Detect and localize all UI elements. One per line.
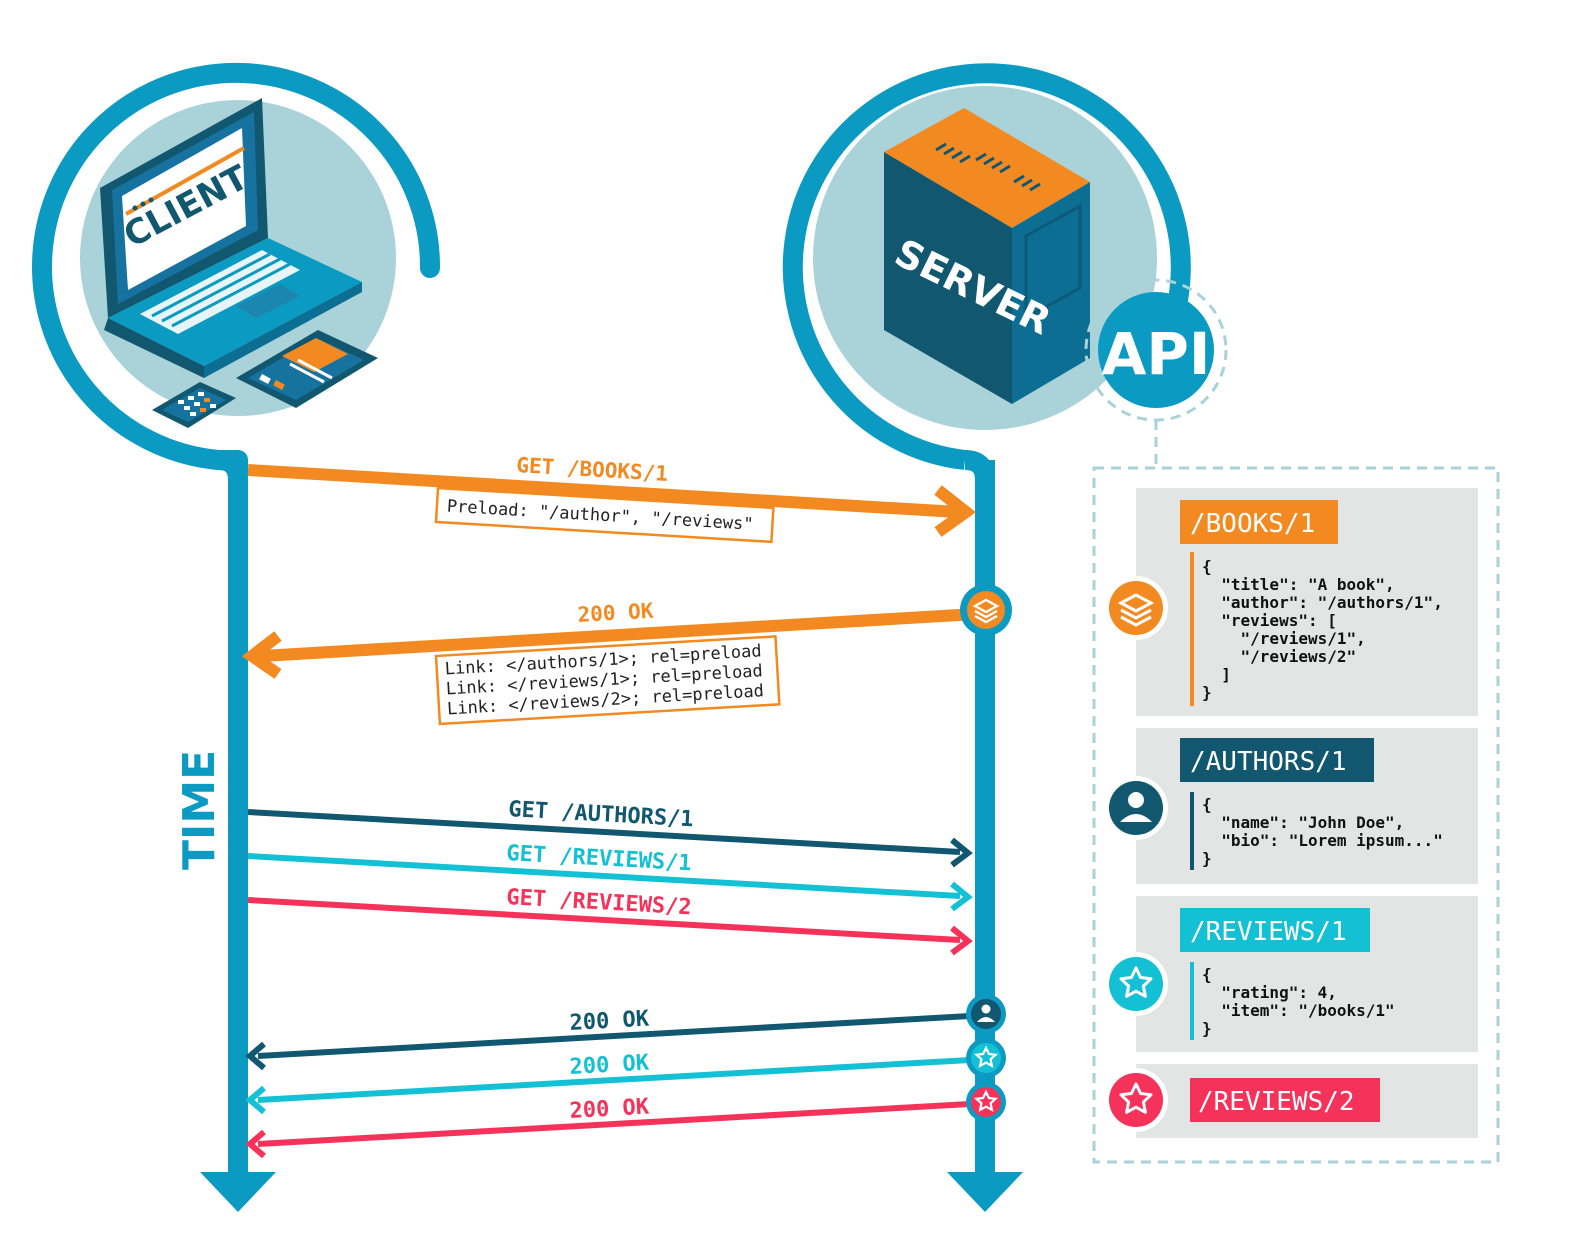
- time-label: TIME: [174, 750, 225, 870]
- resource-books-json: { "title": "A book", "author": "/authors…: [1202, 557, 1443, 702]
- server-actor: SERVER: [782, 63, 1191, 481]
- laptop-icon: [100, 98, 362, 378]
- svg-text:"name": "John Doe",: "name": "John Doe",: [1202, 813, 1404, 832]
- resource-reviews-1-json: { "rating": 4, "item": "/books/1" }: [1202, 965, 1395, 1038]
- server-timeline-arrowhead: [947, 1172, 1023, 1212]
- svg-text:}: }: [1202, 1019, 1212, 1038]
- svg-text:]: ]: [1202, 665, 1231, 684]
- tablet-icon: [236, 330, 378, 408]
- svg-text:"bio": "Lorem ipsum...": "bio": "Lorem ipsum...": [1202, 831, 1443, 850]
- star-icon: [1119, 966, 1153, 998]
- svg-text:}: }: [1202, 849, 1212, 868]
- resource-reviews-2-path: /REVIEWS/2: [1198, 1087, 1355, 1117]
- user-icon: [1120, 792, 1152, 822]
- api-badge: API: [1084, 278, 1228, 468]
- server-ring: [782, 63, 1191, 470]
- books-icon: [1117, 593, 1155, 627]
- books-node-icon: [972, 598, 1000, 624]
- svg-text:"reviews": [: "reviews": [: [1202, 611, 1337, 630]
- request-reviews-2: GET /REVIEWS/2: [247, 885, 973, 956]
- api-label: API: [1102, 320, 1211, 388]
- svg-text:"author": "/authors/1",: "author": "/authors/1",: [1202, 593, 1443, 612]
- response-books-status: 200 OK: [577, 599, 654, 627]
- response-books-links-box: Link: </authors/1>; rel=preload Link: </…: [434, 635, 781, 726]
- svg-text:}: }: [1202, 683, 1212, 702]
- response-books: 200 OK Link: </authors/1>; rel=preload L…: [241, 584, 1012, 726]
- response-authors: 200 OK: [245, 994, 1006, 1071]
- resource-reviews-2: /REVIEWS/2: [1104, 1064, 1478, 1138]
- request-reviews-1: GET /REVIEWS/1: [247, 841, 973, 912]
- svg-text:"item": "/books/1": "item": "/books/1": [1202, 1001, 1395, 1020]
- request-books: GET /BOOKS/1 Preload: "/author", "/revie…: [247, 453, 977, 544]
- response-reviews-2-status: 200 OK: [569, 1095, 650, 1124]
- resource-authors-json: { "name": "John Doe", "bio": "Lorem ipsu…: [1202, 795, 1443, 868]
- resource-books-path: /BOOKS/1: [1190, 509, 1315, 539]
- phone-icon: [152, 382, 236, 428]
- resource-reviews-1: /REVIEWS/1 { "rating": 4, "item": "/book…: [1104, 896, 1478, 1052]
- client-timeline-arrowhead: [200, 1172, 276, 1212]
- server-icon: [884, 108, 1090, 404]
- response-reviews-1-status: 200 OK: [569, 1051, 650, 1080]
- resource-authors-path: /AUTHORS/1: [1190, 747, 1347, 777]
- reviews-2-node-star-icon: [973, 1089, 999, 1112]
- svg-text:{: {: [1202, 795, 1212, 814]
- svg-text:"title": "A book",: "title": "A book",: [1202, 575, 1395, 594]
- response-reviews-2: 200 OK: [245, 1082, 1006, 1159]
- resource-books: /BOOKS/1 { "title": "A book", "author": …: [1104, 488, 1478, 716]
- response-authors-status: 200 OK: [569, 1007, 650, 1036]
- client-timeline: [200, 460, 276, 1212]
- svg-text:"/reviews/1",: "/reviews/1",: [1202, 629, 1366, 648]
- star-icon: [1119, 1082, 1153, 1114]
- api-resources-panel: /BOOKS/1 { "title": "A book", "author": …: [1092, 466, 1500, 1164]
- response-reviews-1: 200 OK: [245, 1038, 1006, 1115]
- svg-text:"rating": 4,: "rating": 4,: [1202, 983, 1337, 1002]
- svg-text:"/reviews/2": "/reviews/2": [1202, 647, 1356, 666]
- resource-reviews-1-path: /REVIEWS/1: [1190, 917, 1347, 947]
- reviews-1-node-star-icon: [973, 1045, 999, 1068]
- client-ring: [32, 62, 441, 470]
- authors-node-user-icon: [977, 1004, 995, 1022]
- request-books-label: GET /BOOKS/1: [516, 453, 669, 486]
- svg-text:{: {: [1202, 557, 1212, 576]
- client-actor: CLIENT: [32, 62, 441, 481]
- resource-authors: /AUTHORS/1 { "name": "John Doe", "bio": …: [1104, 728, 1478, 884]
- svg-text:{: {: [1202, 965, 1212, 984]
